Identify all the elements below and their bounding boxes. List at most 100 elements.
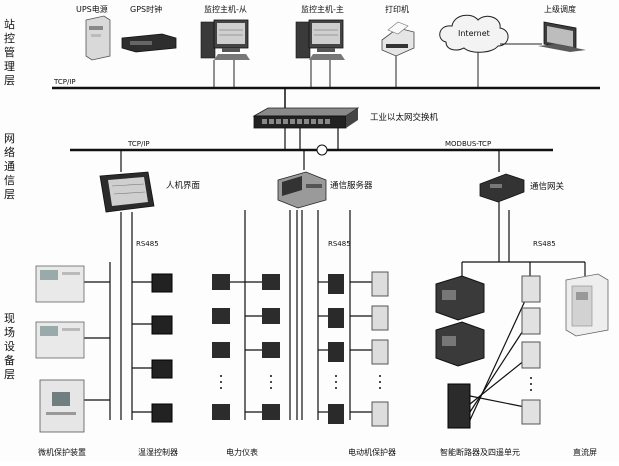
protection-device: [35, 321, 85, 359]
layer-title-station: 站 控 管 理 层: [4, 17, 15, 87]
protection-device: [35, 265, 85, 303]
switch-downlinks: [284, 128, 339, 150]
motor-protector-label: 电动机保护器: [348, 447, 396, 457]
power-meter-label: 电力仪表: [226, 447, 258, 457]
ellipsis-dots: [335, 375, 381, 389]
layer-title-station-char-1: 站: [4, 17, 15, 31]
power-meter: [212, 342, 230, 358]
monitor-slave-label: 监控主机-从: [204, 4, 247, 14]
air-circuit-breaker: [435, 275, 485, 321]
power-meter: [262, 404, 280, 420]
power-meter: [262, 342, 280, 358]
upper-dispatch-laptop: 上级调度: [538, 4, 586, 52]
middle-bus: TCP/IP MODBUS-TCP: [70, 140, 553, 156]
top-tcpip-bus: TCP/IP: [52, 78, 600, 90]
dc-panel: 直流屏: [565, 273, 609, 457]
protection-device: [39, 379, 85, 433]
power-meter: [212, 308, 230, 324]
internet-cloud: Internet: [439, 14, 509, 53]
temp-controller: [151, 273, 173, 293]
temp-controller: [151, 315, 173, 335]
top-bus-label: TCP/IP: [53, 78, 76, 86]
motor-protector: [371, 339, 389, 365]
ellipsis-dots: [530, 377, 532, 391]
internet-label: Internet: [458, 29, 490, 38]
hmi-label: 人机界面: [166, 180, 201, 191]
mccb-breaker: [521, 341, 541, 369]
layer-title-station-char-3: 管: [4, 45, 15, 59]
switch-label: 工业以太网交换机: [370, 112, 439, 123]
rs485-labels: RS485 RS485 RS485: [136, 240, 556, 248]
ups-power-device: UPS电源: [76, 4, 111, 61]
communication-gateway: 通信网关: [479, 173, 565, 203]
printer-label: 打印机: [385, 4, 409, 14]
layer-title-network-char-2: 络: [4, 145, 15, 159]
layer-title-network-char-4: 信: [4, 174, 15, 187]
top-device-connectors: [213, 43, 542, 88]
protection-label: 微机保护装置: [38, 447, 86, 457]
layer-title-network-char-1: 网: [4, 132, 15, 145]
industrial-ethernet-switch: 工业以太网交换机: [252, 107, 439, 129]
layer-title-station-char-5: 层: [4, 74, 15, 87]
protection-device-group: 微机保护装置: [35, 265, 86, 457]
layer-title-field-char-1: 现: [4, 312, 15, 325]
rs485-label-hmi: RS485: [136, 240, 159, 248]
mccb-breaker: [521, 275, 541, 303]
layer-title-station-char-4: 理: [4, 60, 15, 73]
ellipsis-dots: [220, 375, 272, 389]
printer-device: 打印机: [381, 4, 415, 57]
right-bus-label: MODBUS-TCP: [445, 140, 491, 148]
monitor-host-slave: 监控主机-从: [200, 4, 250, 60]
gateway-label: 通信网关: [530, 181, 565, 192]
motor-protector: [371, 305, 389, 331]
power-meter-group: 电力仪表: [212, 274, 280, 457]
layer-title-station-char-2: 控: [4, 31, 15, 45]
motor-protector: [371, 271, 389, 297]
hmi-panel: 人机界面: [99, 171, 201, 213]
comm-server-label: 通信服务器: [330, 180, 373, 191]
monitor-host-master: 监控主机-主: [295, 4, 345, 60]
power-meter: [262, 308, 280, 324]
layer-title-field: 现 场 设 备 层: [4, 312, 15, 381]
dc-panel-label: 直流屏: [573, 447, 597, 457]
mccb-breaker: [521, 307, 541, 335]
mccb-breaker: [521, 399, 541, 425]
layer-title-field-char-5: 层: [4, 368, 15, 381]
temp-controller: [151, 403, 173, 423]
air-circuit-breaker: [435, 321, 485, 367]
breaker-group: 智能断路器及四遥单元: [435, 275, 541, 457]
layer-title-network-char-3: 通: [4, 160, 15, 173]
layer-title-field-char-2: 场: [4, 325, 15, 339]
motor-protector: [328, 308, 344, 328]
motor-protector: [328, 342, 344, 362]
breaker-label: 智能断路器及四遥单元: [440, 447, 520, 457]
layer-title-network-char-5: 层: [4, 188, 15, 201]
monitor-master-label: 监控主机-主: [301, 4, 344, 14]
gps-clock-device: GPS时钟: [121, 4, 177, 53]
field-wiring: [82, 202, 586, 421]
temp-controller-label: 温湿控制器: [138, 447, 178, 457]
layer-title-network: 网 络 通 信 层: [4, 132, 15, 201]
power-meter: [212, 274, 230, 290]
motor-protector: [328, 274, 344, 294]
telecontrol-unit: [447, 383, 471, 429]
power-meter: [262, 274, 280, 290]
layer-title-field-char-3: 设: [4, 340, 15, 353]
communication-server: 通信服务器: [277, 171, 373, 209]
motor-protector: [328, 404, 344, 424]
power-meter: [212, 404, 230, 420]
rs485-label-gateway: RS485: [533, 240, 556, 248]
temp-controller: [151, 359, 173, 379]
upper-dispatch-label: 上级调度: [544, 4, 576, 14]
middle-bus-drops: [120, 150, 500, 172]
motor-protector-group: 电动机保护器: [328, 271, 396, 457]
ups-label: UPS电源: [76, 4, 108, 14]
gps-label: GPS时钟: [130, 4, 162, 14]
layer-title-field-char-4: 备: [4, 353, 15, 367]
temp-controller-group: 温湿控制器: [138, 273, 178, 457]
rs485-label-server: RS485: [328, 240, 351, 248]
motor-protector: [371, 401, 389, 427]
left-bus-label: TCP/IP: [127, 140, 150, 148]
